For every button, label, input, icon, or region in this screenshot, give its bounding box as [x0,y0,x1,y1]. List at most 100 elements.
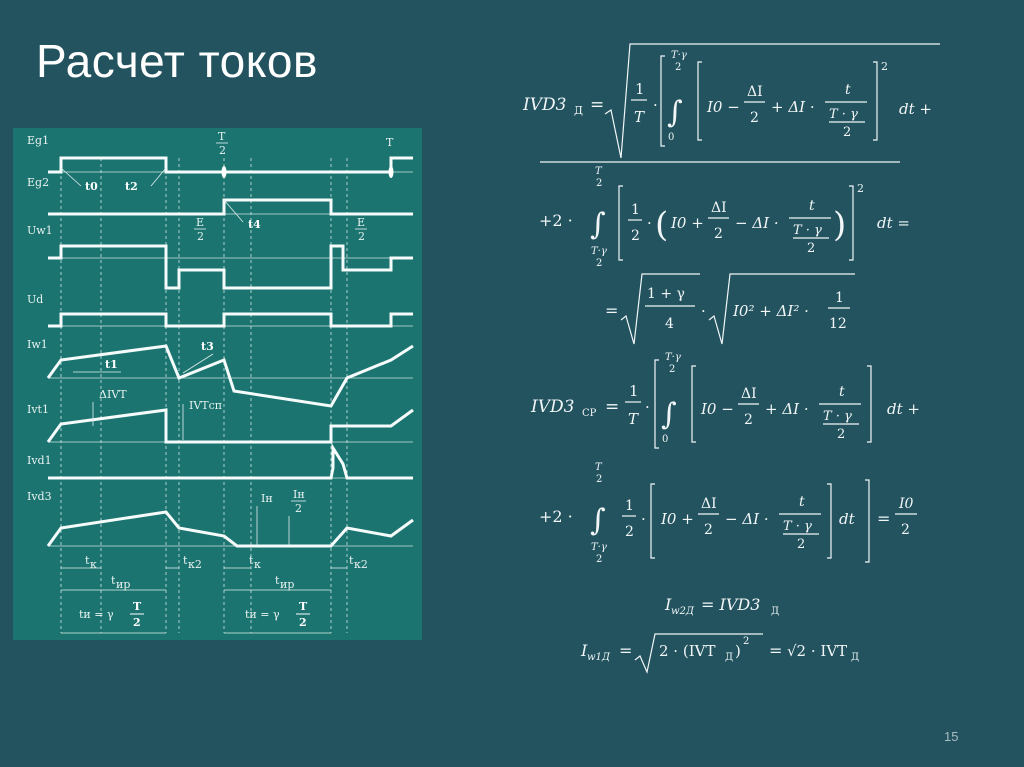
svg-text:2: 2 [881,60,888,73]
svg-text:(: ( [655,205,668,245]
formula-ivd3-avg: IVD3 СР = 1 T · T·γ 2 ∫ 0 I0 − ΔI 2 + ΔI… [530,352,920,449]
f5-lhs-sub: w2Д [671,606,695,617]
label-e-den-1: 2 [197,230,204,243]
svg-text:4: 4 [665,316,674,332]
svg-text:): ) [833,205,846,245]
slide-title: Расчет токов [36,35,318,87]
svg-text:·: · [647,214,652,232]
svg-text:+2 ·: +2 · [539,211,573,230]
label-ti-num-2: T [299,600,308,613]
wave-ivt1 [46,408,414,444]
label-ti-den: 2 [133,616,141,629]
label-ti-num: T [133,600,142,613]
svg-text:2: 2 [744,412,753,428]
wave-ivd3 [46,510,414,548]
f3-lhs: IVD3 [530,397,574,417]
label-tk-2: t [249,554,254,567]
timing-diagram-svg: Eg1 Eg2 Uw1 Ud Iw1 Ivt1 Ivd1 Ivd3 [27,130,414,634]
svg-text:t: t [845,82,851,98]
svg-text:·: · [701,302,706,320]
svg-text:T: T [628,410,639,428]
svg-text:=: = [605,301,618,320]
svg-text:T · γ: T · γ [793,223,822,238]
svg-text:1: 1 [635,80,645,98]
label-e-num-1: E [196,216,204,229]
label-tk-2-sub: к [254,558,261,571]
svg-text:0: 0 [662,434,668,445]
svg-text:2: 2 [596,474,602,485]
svg-text:Д: Д [725,652,733,663]
svg-text:=: = [769,641,782,660]
label-t0: t0 [85,180,98,193]
svg-text:2: 2 [797,537,805,552]
svg-text:t: t [809,198,815,214]
svg-text:dt +: dt + [899,100,932,118]
svg-text:1: 1 [835,290,844,306]
svg-text:dt +: dt + [887,400,920,418]
svg-text:T·γ: T·γ [665,352,681,363]
f1-lhs: IVD3 [522,95,566,115]
svg-text:T: T [634,108,645,126]
svg-text:·: · [641,510,646,528]
label-ivt1: Ivt1 [27,403,49,416]
label-tir-2-sub: ир [280,578,294,591]
svg-text:12: 12 [829,316,847,332]
label-ivt-sp: IVTсп [189,399,222,412]
label-ivd1: Ivd1 [27,454,52,467]
svg-text:2: 2 [750,110,759,126]
label-t1: t1 [105,358,118,371]
f6-lhs-sub: w1Д [587,652,611,663]
timing-diagram: Eg1 Eg2 Uw1 Ud Iw1 Ivt1 Ivd1 Ivd3 [13,128,422,640]
label-e-den-2: 2 [358,230,365,243]
label-eg2: Eg2 [27,176,49,189]
svg-text:ΔI: ΔI [711,200,727,216]
svg-text:∫: ∫ [590,503,606,538]
svg-text:T: T [595,166,603,177]
svg-text:∫: ∫ [667,95,683,130]
label-t3: t3 [201,340,214,353]
label-ih: Iн [261,492,273,505]
svg-text:I0: I0 [898,496,914,512]
f1-eq: = [590,95,604,115]
svg-text:2: 2 [625,524,634,540]
label-t4: t4 [248,218,261,231]
page-number: 15 [944,729,959,744]
label-ih2-num: Iн [293,488,305,501]
f1-lhs-sub: Д [574,104,583,117]
svg-text:2: 2 [596,554,602,565]
label-eg1: Eg1 [27,134,49,147]
svg-text:dt: dt [839,510,856,528]
label-e-num-2: E [357,216,365,229]
svg-text:t: t [799,494,805,510]
svg-text:T · γ: T · γ [823,409,852,424]
label-tk2-2: t [349,554,354,567]
svg-text:+ ΔI ·: + ΔI · [771,98,815,116]
svg-text:I0 −: I0 − [706,98,740,116]
svg-text:0: 0 [668,132,674,143]
svg-text:=: = [877,509,890,528]
svg-text:2: 2 [669,364,675,375]
label-ih2-den: 2 [295,502,302,515]
label-t-full: T [386,136,394,149]
f6-lhs: I [580,641,588,660]
svg-text:2: 2 [743,636,749,647]
svg-text:1: 1 [629,382,639,400]
svg-text:T·γ: T·γ [671,50,687,61]
svg-text:2: 2 [596,258,602,269]
label-ti-den-2: 2 [299,616,307,629]
label-tir-sub: ир [116,578,130,591]
wave-ud [48,312,413,328]
wave-iw1 [46,344,414,408]
svg-text:ΔI: ΔI [701,496,717,512]
label-delta-ivt: ΔIVT [99,388,127,401]
svg-text:=: = [619,641,632,660]
label-ti-eq: tи = γ [79,608,114,621]
label-ud: Ud [27,293,43,306]
formula-svg: IVD3 Д = 1 T · T·γ 2 ∫ 0 I0 − ΔI 2 + ΔI … [522,43,940,674]
label-t2: t2 [125,180,138,193]
wave-uw1 [48,244,413,290]
svg-text:2: 2 [714,226,723,242]
formula-ivd3-rms: IVD3 Д = 1 T · T·γ 2 ∫ 0 I0 − ΔI 2 + ΔI … [522,43,940,159]
dimension-lines [61,567,347,634]
wave-eg2 [48,198,413,216]
